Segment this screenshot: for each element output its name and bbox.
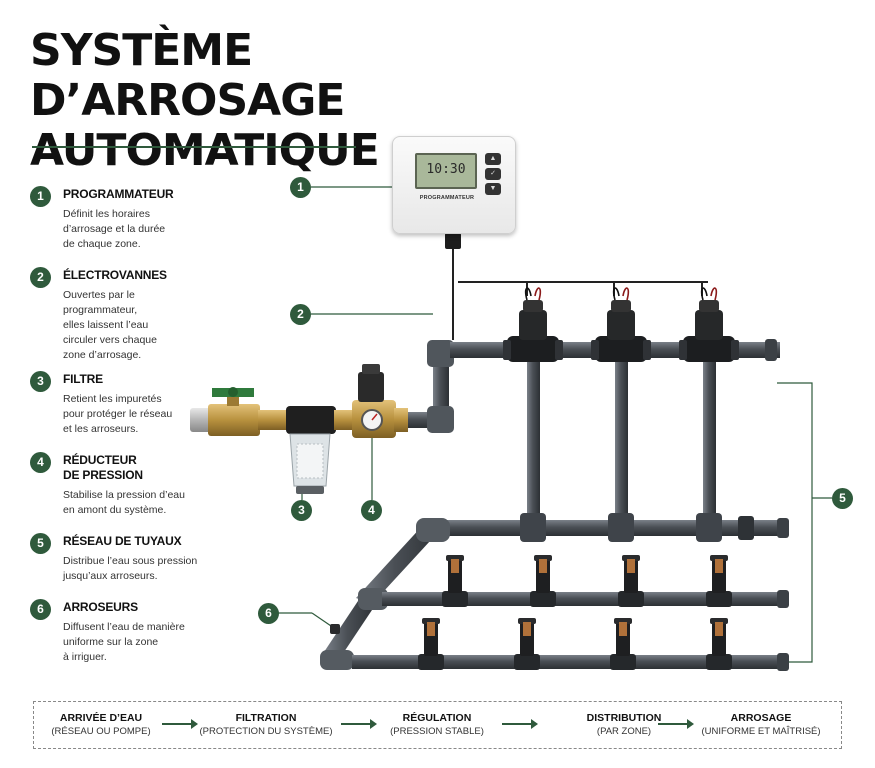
- callout-6: 6: [258, 603, 279, 624]
- flow-step-sub: (UNIFORME ET MAÎTRISÉ): [701, 726, 821, 737]
- sprinkler: [530, 555, 556, 607]
- flow-step-distribution: DISTRIBUTION (PAR ZONE): [554, 712, 694, 738]
- legend-number: 2: [30, 267, 51, 288]
- legend-desc-line: en amont du système.: [63, 504, 167, 516]
- legend-desc: Distribue l’eau sous pression jusqu’aux …: [63, 554, 213, 584]
- solenoid-valve: [591, 287, 651, 362]
- sprinkler: [514, 618, 540, 670]
- flow-step-arrosage: ARROSAGE (UNIFORME ET MAÎTRISÉ): [691, 712, 831, 738]
- pressure-reducer-cap: [358, 372, 384, 402]
- callout-5: 5: [832, 488, 853, 509]
- legend-desc-line: à irriguer.: [63, 651, 107, 663]
- controller-label: PROGRAMMATEUR: [419, 195, 475, 201]
- legend-title-line: DE PRESSION: [63, 468, 143, 482]
- legend-desc: Retient les impuretés pour protéger le r…: [63, 392, 213, 437]
- legend-desc-line: circuler vers chaque: [63, 334, 157, 346]
- controller-ok-button: ✓: [485, 168, 501, 180]
- filter-head: [286, 406, 336, 434]
- controller-time: 10:30: [426, 162, 466, 177]
- legend-number: 5: [30, 533, 51, 554]
- flow-step-sub: (RÉSEAU OU POMPE): [51, 726, 151, 737]
- legend-title: RÉSEAU DE TUYAUX: [63, 534, 182, 548]
- legend-desc-line: Ouvertes par le: [63, 289, 135, 301]
- legend-title: RÉDUCTEUR DE PRESSION: [63, 453, 223, 483]
- sprinkler: [618, 555, 644, 607]
- flow-arrow-icon: [341, 719, 377, 729]
- sprinklers: [330, 555, 732, 670]
- flow-arrow-icon: [162, 719, 198, 729]
- legend-desc: Ouvertes par le programmateur, elles lai…: [63, 288, 213, 363]
- sprinkler-emitter: [330, 624, 340, 634]
- title-line-2: AUTOMATIQUE: [30, 125, 380, 176]
- legend-desc-line: de chaque zone.: [63, 238, 141, 250]
- flow-step-title: DISTRIBUTION: [586, 712, 662, 724]
- flow-step-title: FILTRATION: [235, 712, 297, 724]
- title-divider: [32, 146, 356, 148]
- callout-1: 1: [290, 177, 311, 198]
- flow-step-title: ARROSAGE: [730, 712, 792, 724]
- legend-title: FILTRE: [63, 372, 103, 386]
- callout-2: 2: [290, 304, 311, 325]
- callout-3: 3: [291, 500, 312, 521]
- legend-desc-line: uniforme sur la zone: [63, 636, 159, 648]
- sprinkler: [418, 618, 444, 670]
- legend-desc-line: jusqu’aux arroseurs.: [63, 570, 158, 582]
- flow-step-filtration: FILTRATION (PROTECTION DU SYSTÈME): [196, 712, 336, 738]
- solenoid-valve: [503, 287, 563, 362]
- process-flow: ARRIVÉE D’EAU (RÉSEAU OU POMPE) FILTRATI…: [33, 701, 842, 749]
- legend-title: ÉLECTROVANNES: [63, 268, 167, 282]
- legend-desc-line: Diffusent l’eau de manière: [63, 621, 185, 633]
- irrigation-diagram: [190, 186, 832, 671]
- inlet-assembly: [190, 364, 408, 494]
- flow-step-sub: (PRESSION STABLE): [390, 726, 484, 737]
- legend-desc-line: Définit les horaires: [63, 208, 150, 220]
- legend-desc-line: d’arrosage et la durée: [63, 223, 166, 235]
- legend-desc-line: et les arroseurs.: [63, 423, 139, 435]
- legend-desc: Stabilise la pression d’eau en amont du …: [63, 488, 213, 518]
- flow-step-sub: (PROTECTION DU SYSTÈME): [199, 726, 333, 737]
- legend-title: ARROSEURS: [63, 600, 138, 614]
- sprinkler: [442, 555, 468, 607]
- legend-number: 6: [30, 599, 51, 620]
- callout-4: 4: [361, 500, 382, 521]
- sprinkler: [610, 618, 636, 670]
- legend-desc-line: Retient les impuretés: [63, 393, 162, 405]
- legend-desc-line: zone d’arrosage.: [63, 349, 142, 361]
- flow-step-sub: (PAR ZONE): [596, 726, 652, 737]
- cable-plug: [445, 233, 461, 249]
- programmateur-controller: 10:30 ▲ ✓ ▼ PROGRAMMATEUR: [392, 136, 516, 234]
- legend-number: 1: [30, 186, 51, 207]
- legend-desc-line: programmateur,: [63, 304, 138, 316]
- legend-desc-line: Stabilise la pression d’eau: [63, 489, 185, 501]
- controller-up-button: ▲: [485, 153, 501, 165]
- flow-step-arrivee: ARRIVÉE D’EAU (RÉSEAU OU POMPE): [31, 712, 171, 738]
- flow-arrow-icon: [502, 719, 538, 729]
- lateral-pipes: [527, 356, 716, 520]
- legend-desc-line: elles laissent l’eau: [63, 319, 149, 331]
- title-line-1: SYSTÈME D’ARROSAGE: [30, 25, 345, 126]
- sprinkler: [706, 555, 732, 607]
- legend-number: 4: [30, 452, 51, 473]
- controller-display: 10:30: [415, 153, 477, 189]
- callout-leaders: [278, 186, 832, 663]
- legend-desc-line: Distribue l’eau sous pression: [63, 555, 198, 567]
- legend-number: 3: [30, 371, 51, 392]
- flow-step-title: RÉGULATION: [402, 712, 472, 724]
- legend-desc: Diffusent l’eau de manière uniforme sur …: [63, 620, 213, 665]
- flow-arrow-icon: [658, 719, 694, 729]
- legend-title-line: RÉDUCTEUR: [63, 453, 137, 467]
- legend-title: PROGRAMMATEUR: [63, 187, 174, 201]
- distribution-network: [320, 513, 789, 671]
- sprinkler: [706, 618, 732, 670]
- flow-step-regulation: RÉGULATION (PRESSION STABLE): [367, 712, 507, 738]
- flow-step-title: ARRIVÉE D’EAU: [59, 712, 143, 724]
- page-title: SYSTÈME D’ARROSAGE AUTOMATIQUE: [30, 26, 570, 176]
- controller-down-button: ▼: [485, 183, 501, 195]
- legend-desc: Définit les horaires d’arrosage et la du…: [63, 207, 213, 252]
- solenoid-valves: [503, 287, 739, 362]
- control-cable: [452, 246, 708, 340]
- solenoid-valve: [679, 287, 739, 362]
- legend-desc-line: pour protéger le réseau: [63, 408, 173, 420]
